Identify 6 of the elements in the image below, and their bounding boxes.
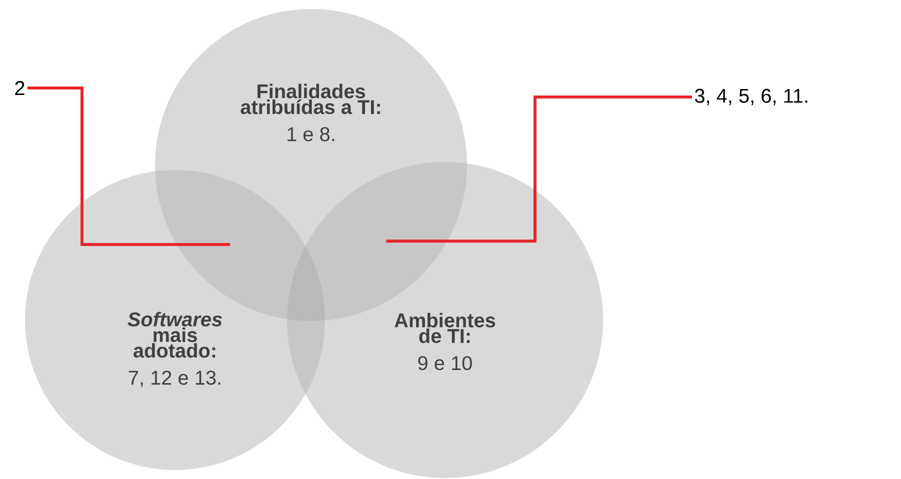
leader-line (27, 86, 230, 246)
leader-line (386, 96, 692, 243)
callout-text: 2 (15, 81, 24, 95)
overlap-region (287, 319, 325, 394)
overlap-region (287, 246, 325, 321)
callout-text: 3, 4, 5, 6, 11. (694, 88, 808, 106)
